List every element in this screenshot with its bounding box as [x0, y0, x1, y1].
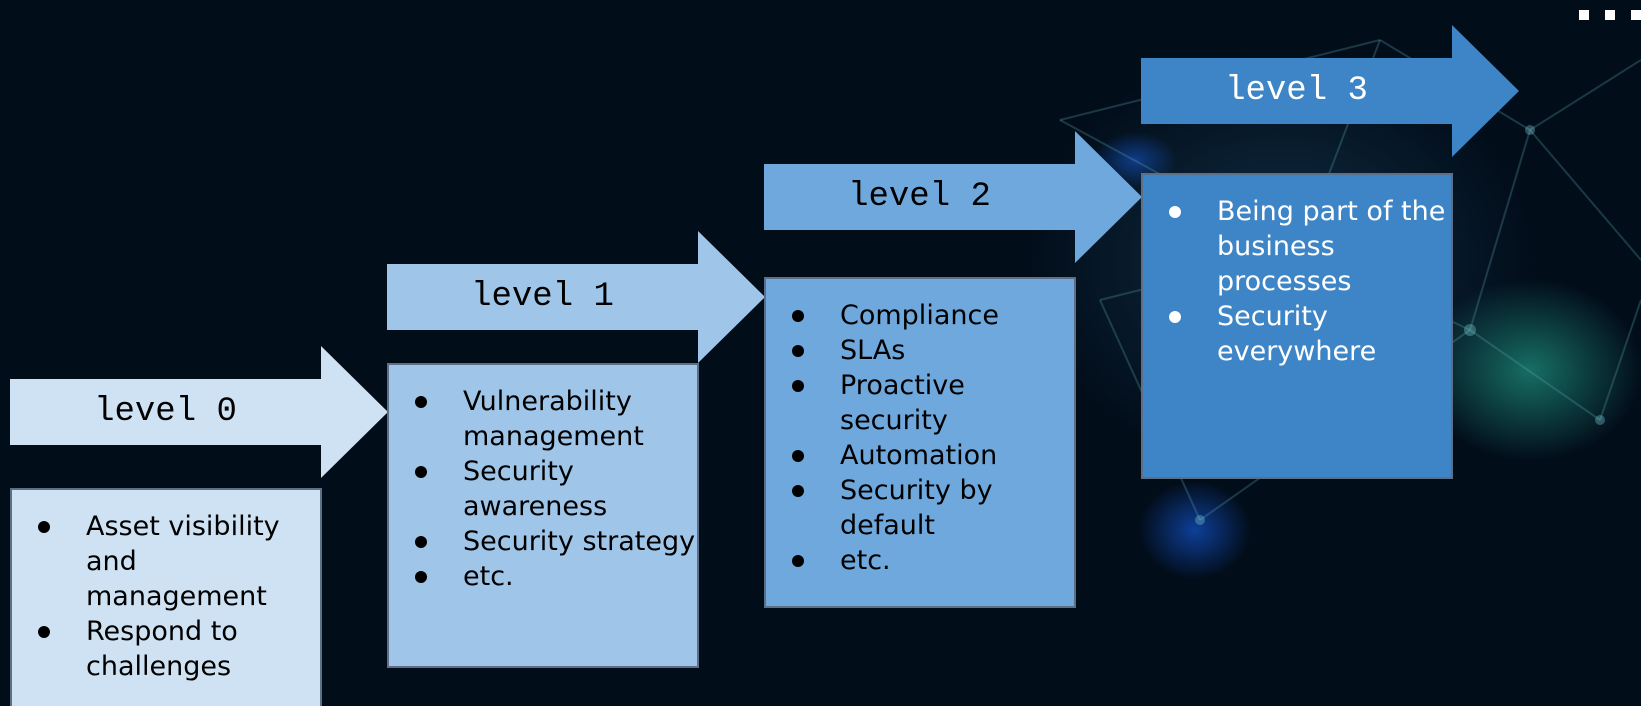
square-icon	[1631, 10, 1641, 20]
list-item-text: etc.	[840, 545, 891, 576]
bullet-icon	[792, 450, 804, 462]
list-item-text: Compliance	[840, 300, 999, 331]
level-0-arrow-shape	[10, 346, 388, 478]
level-1-list: Vulnerability management Security awaren…	[389, 384, 697, 594]
level-0-label: level 0	[94, 393, 237, 431]
level-1-box: Vulnerability management Security awaren…	[387, 363, 699, 668]
bullet-icon	[415, 466, 427, 478]
level-3-label: level 3	[1225, 72, 1368, 110]
list-item-text: Security awareness	[463, 456, 608, 522]
bullet-icon	[415, 536, 427, 548]
list-item: Respond to challenges	[12, 614, 320, 684]
bullet-icon	[415, 396, 427, 408]
list-item-text: Being part of the business processes	[1217, 196, 1446, 297]
list-item: Asset visibility and management	[12, 509, 320, 614]
level-1-arrow-shape	[387, 231, 765, 363]
level-3-arrow: level 3	[1141, 25, 1519, 157]
bullet-icon	[792, 485, 804, 497]
level-1-arrow: level 1	[387, 231, 765, 363]
list-item-text: Security strategy	[463, 526, 696, 557]
level-0-arrow: level 0	[10, 346, 388, 478]
level-2-arrow-shape	[764, 131, 1142, 263]
list-item-text: Proactive security	[840, 370, 965, 436]
bullet-icon	[792, 555, 804, 567]
level-3-list: Being part of the business processes Sec…	[1143, 194, 1451, 369]
list-item: Being part of the business processes	[1143, 194, 1451, 299]
level-0-box: Asset visibility and management Respond …	[10, 488, 322, 706]
level-3-box: Being part of the business processes Sec…	[1141, 173, 1453, 479]
list-item-text: etc.	[463, 561, 514, 592]
level-2-list: Compliance SLAs Proactive security Autom…	[766, 298, 1074, 578]
list-item: Security strategy	[389, 524, 697, 559]
list-item: SLAs	[766, 333, 1074, 368]
square-icon	[1579, 10, 1589, 20]
list-item-text: Respond to challenges	[86, 616, 238, 682]
bullet-icon	[38, 626, 50, 638]
level-2-label: level 2	[848, 178, 991, 216]
bullet-icon	[792, 310, 804, 322]
bullet-icon	[792, 345, 804, 357]
bullet-icon	[1169, 311, 1181, 323]
bullet-icon	[792, 380, 804, 392]
level-3-arrow-shape	[1141, 25, 1519, 157]
list-item: Vulnerability management	[389, 384, 697, 454]
list-item: Compliance	[766, 298, 1074, 333]
list-item-text: Security everywhere	[1217, 301, 1377, 367]
list-item-text: Security by default	[840, 475, 993, 541]
list-item: Security everywhere	[1143, 299, 1451, 369]
list-item: Automation	[766, 438, 1074, 473]
bullet-icon	[415, 571, 427, 583]
bullet-icon	[1169, 206, 1181, 218]
list-item-text: Vulnerability management	[463, 386, 644, 452]
list-item-text: Automation	[840, 440, 998, 471]
list-item: Security by default	[766, 473, 1074, 543]
bullet-icon	[38, 521, 50, 533]
level-2-arrow: level 2	[764, 131, 1142, 263]
list-item: Security awareness	[389, 454, 697, 524]
list-item-text: SLAs	[840, 335, 906, 366]
level-1-label: level 1	[471, 278, 614, 316]
level-0-list: Asset visibility and management Respond …	[12, 509, 320, 684]
square-icon	[1605, 10, 1615, 20]
list-item: etc.	[389, 559, 697, 594]
list-item: etc.	[766, 543, 1074, 578]
list-item-text: Asset visibility and management	[86, 511, 280, 612]
list-item: Proactive security	[766, 368, 1074, 438]
level-2-box: Compliance SLAs Proactive security Autom…	[764, 277, 1076, 608]
corner-squares-decoration	[1579, 10, 1641, 20]
